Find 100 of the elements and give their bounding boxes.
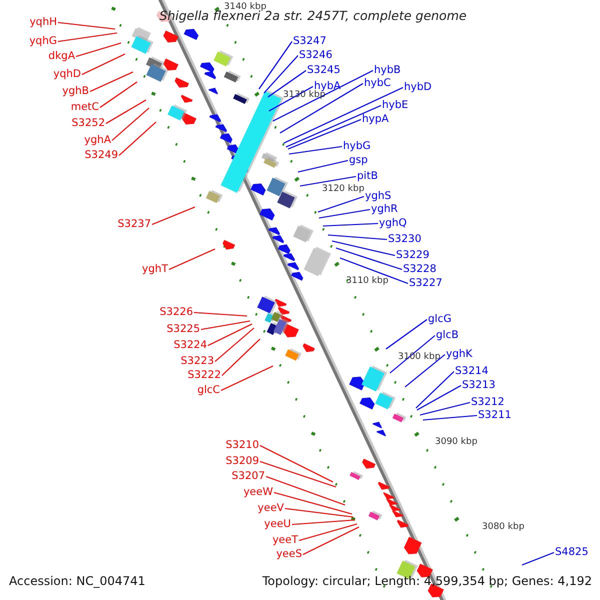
leader-line (386, 319, 428, 350)
gene-label: S3230 (388, 233, 422, 246)
gene-label: yghT (142, 263, 168, 276)
gene-label: S3249 (84, 149, 118, 162)
gene-label: S3247 (293, 35, 326, 48)
gene-label: S3212 (471, 396, 504, 409)
gene-label: yghK (446, 348, 472, 361)
gene-label: yqhG (29, 35, 57, 48)
leader-line (422, 414, 478, 421)
leader-line (328, 234, 388, 240)
gene-label: yghA (84, 134, 111, 147)
gene-label: yghQ (379, 217, 407, 230)
leader-line (300, 176, 356, 187)
gene-label: S3227 (409, 277, 442, 290)
gene-label: yeeU (264, 518, 291, 531)
leader-line (258, 41, 292, 90)
leader-line (318, 208, 370, 219)
leader-line (322, 222, 378, 227)
scale-label: 3080 kbp (482, 522, 524, 533)
gene-label: yghR (371, 203, 398, 216)
scale-label: 3120 kbp (322, 184, 364, 195)
leader-line (58, 32, 118, 42)
gene-label: S3210 (226, 439, 259, 452)
gene-label: S3245 (307, 64, 340, 77)
leader-line (208, 324, 252, 346)
scale-label: 3090 kbp (435, 437, 478, 448)
gene-label: S3224 (174, 339, 207, 352)
diagram-title: Shigella flexneri 2a str. 2457T, complete genome (158, 9, 468, 22)
gene-label: yqhH (30, 16, 57, 29)
leader-line (112, 108, 150, 141)
leader-line (82, 54, 126, 75)
gene-label: hybB (374, 64, 401, 77)
gene-label: S3223 (180, 355, 214, 368)
gene-label: gsp (349, 154, 368, 167)
gene-label: S3225 (166, 323, 200, 336)
gene-label: yeeT (272, 534, 298, 547)
gene-label: hybC (364, 77, 391, 90)
gene-label: S3246 (299, 49, 332, 62)
gene-label: S3222 (188, 369, 221, 382)
gene-label: yeeS (276, 548, 302, 561)
leader-line (220, 366, 274, 391)
gene-label: hybE (382, 99, 408, 112)
gene-label: yeeW (243, 486, 273, 499)
gene-label: S3207 (232, 470, 265, 483)
leader-line (318, 196, 364, 213)
leader-line (260, 460, 336, 488)
gene-label: pitB (357, 170, 378, 183)
gene-label: yqhD (53, 68, 81, 81)
leader-line (420, 402, 470, 416)
leader-line (200, 320, 250, 330)
gene-label: hybD (404, 81, 432, 94)
leader-line (298, 523, 358, 542)
leader-line (336, 247, 402, 270)
gene-label: dkgA (48, 50, 75, 63)
leader-line (214, 328, 254, 362)
leader-line (90, 72, 134, 92)
leader-line (298, 160, 348, 173)
scale-label: 3110 kbp (346, 276, 388, 287)
leader-line (118, 122, 156, 156)
accession-text: Accession: NC_004741 (9, 574, 146, 589)
leader-line (76, 42, 122, 58)
leader-line (340, 257, 408, 284)
gene-label: S3226 (160, 306, 193, 319)
gene-label: yeeV (258, 502, 284, 515)
leader-line (288, 118, 362, 150)
gene-label: yghS (365, 190, 392, 203)
leader-line (302, 526, 360, 555)
gene-label: glcC (197, 384, 220, 397)
scale-label: 3140 kbp (224, 2, 266, 12)
leader-line (288, 146, 342, 155)
gene-label: S3209 (226, 455, 259, 468)
leader-line (266, 476, 346, 506)
leader-line (152, 206, 196, 225)
leader-line (292, 519, 356, 526)
leader-line (284, 508, 354, 518)
leader-line (272, 70, 374, 122)
gene-label: S3229 (396, 249, 430, 262)
leader-line (222, 338, 260, 376)
leader-line (416, 371, 454, 408)
gene-label: hybG (343, 140, 371, 153)
gene-label: S3228 (403, 263, 436, 276)
leader-line (264, 55, 298, 94)
leader-line (332, 240, 396, 256)
gene-label: metC (70, 101, 99, 114)
leader-line (390, 335, 436, 374)
leader-line (522, 552, 554, 566)
leader-line (194, 312, 248, 317)
leader-line (168, 248, 216, 270)
leader-line (106, 100, 146, 124)
leader-line (284, 87, 404, 144)
gene-label: glcB (436, 329, 459, 342)
gene-label: S3211 (478, 409, 512, 422)
gene-label: S3214 (455, 365, 488, 378)
leader-line (416, 385, 462, 410)
leader-line (280, 83, 364, 134)
gene-label: glcG (428, 313, 452, 326)
leader-line (260, 445, 334, 482)
leader-line (274, 492, 352, 515)
gene-label: S4825 (555, 546, 588, 559)
gene-label: hypA (362, 113, 389, 126)
